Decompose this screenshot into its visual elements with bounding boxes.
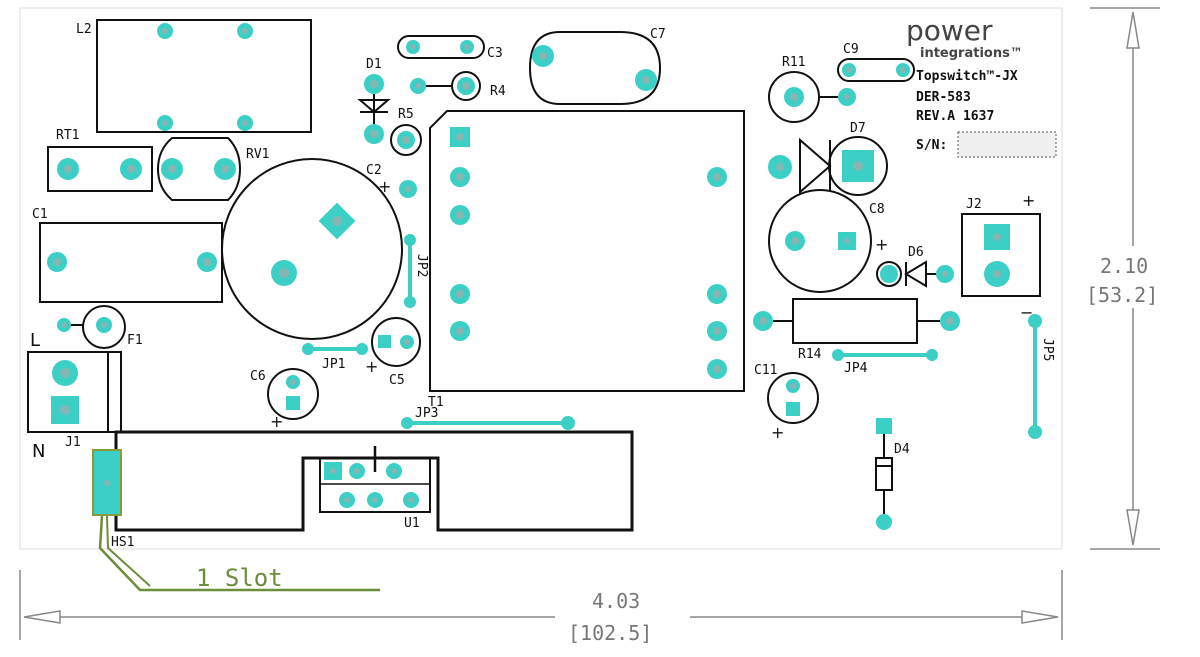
capacitor-c11: C11 +: [754, 363, 819, 442]
label-d7: D7: [850, 121, 866, 136]
jumper-jp1: JP1: [302, 343, 368, 372]
brand-block: power integrations™ Topswitch™-JX DER-58…: [906, 14, 1057, 158]
label-c6: C6: [250, 369, 266, 384]
varistor-rv1: RV1: [156, 137, 269, 201]
label-rt1: RT1: [56, 128, 79, 143]
capacitor-c3: C3: [397, 35, 503, 61]
resistor-r14: R14: [753, 298, 960, 362]
label-hs1: HS1: [111, 535, 134, 550]
resistor-r11: R11: [768, 55, 856, 123]
label-d1: D1: [366, 57, 382, 72]
label-t1: T1: [428, 395, 444, 410]
diode-d4: D4: [875, 418, 910, 530]
label-c2: C2: [366, 163, 382, 178]
board-outline: [19, 7, 1063, 550]
serial-number-box: [957, 131, 1057, 158]
polarity-c11: +: [771, 423, 784, 442]
resistor-r5: R5: [390, 107, 422, 156]
label-jp5: JP5: [1040, 338, 1055, 361]
polarity-j2-minus: −: [1020, 303, 1033, 322]
label-c8: C8: [869, 202, 885, 217]
diode-d6: D6: [876, 245, 954, 288]
slot-label: 1 Slot: [196, 564, 283, 592]
polarity-c6: +: [270, 412, 283, 431]
label-c9: C9: [843, 42, 859, 57]
width-inches: 4.03: [592, 589, 640, 613]
connector-j2: J2 +: [961, 191, 1041, 297]
inductor-l2: L2: [76, 19, 312, 133]
brand-integrations: integrations™: [920, 46, 1023, 61]
connector-j1: L N J1: [27, 330, 122, 462]
label-u1: U1: [404, 516, 420, 531]
diode-d1: D1: [357, 57, 391, 144]
height-mm: [53.2]: [1086, 283, 1158, 307]
jumper-jp4: JP4: [832, 349, 938, 376]
slot-callout: 1 Slot: [98, 515, 380, 592]
label-r4: R4: [490, 84, 506, 99]
fuse-f1: F1: [57, 305, 143, 349]
label-jp2: JP2: [414, 254, 429, 277]
jumper-jp5: JP5 −: [1020, 303, 1055, 439]
transformer-t1: T1: [428, 110, 745, 410]
label-neutral: N: [32, 441, 45, 462]
board-part-number: Topswitch™-JX: [916, 69, 1018, 84]
jumper-jp3: JP3: [401, 406, 575, 430]
board-der: DER-583: [916, 90, 971, 105]
label-c11: C11: [754, 363, 777, 378]
diode-d7: D7: [768, 121, 888, 196]
label-j2: J2: [966, 197, 982, 212]
polarity-c8: +: [875, 235, 888, 254]
label-d4: D4: [894, 442, 910, 457]
label-c5: C5: [389, 373, 405, 388]
capacitor-c6: C6 +: [250, 368, 319, 431]
label-r14: R14: [798, 347, 822, 362]
label-r5: R5: [398, 107, 414, 122]
thermistor-rt1: RT1: [47, 128, 153, 192]
label-c7: C7: [650, 27, 666, 42]
jumper-jp2: JP2: [404, 234, 429, 308]
label-line: L: [30, 330, 40, 351]
brand-power: power: [906, 14, 993, 47]
capacitor-c2: C2 +: [366, 163, 417, 198]
capacitor-c7: C7: [528, 27, 666, 105]
label-r11: R11: [782, 55, 805, 70]
resistor-r4: R4: [410, 71, 506, 101]
capacitor-c8: C8 +: [768, 189, 888, 293]
capacitor-c9: C9: [837, 42, 915, 82]
board-serial-label: S/N:: [916, 138, 947, 153]
ic-u1: U1: [319, 446, 431, 531]
dimension-height: 2.10 [53.2]: [1086, 7, 1160, 550]
label-jp3: JP3: [415, 406, 438, 421]
dimension-width: 4.03 [102.5]: [19, 570, 1063, 645]
label-jp4: JP4: [844, 361, 868, 376]
bulk-capacitor: [221, 158, 403, 340]
capacitor-c1: C1: [32, 207, 223, 303]
label-c1: C1: [32, 207, 48, 222]
height-inches: 2.10: [1100, 254, 1148, 278]
label-j1: J1: [65, 435, 81, 450]
heatsink-hs1: HS1: [92, 430, 634, 550]
label-jp1: JP1: [322, 357, 345, 372]
label-l2: L2: [76, 22, 92, 37]
capacitor-c5: C5 +: [365, 317, 421, 388]
polarity-c5: +: [365, 357, 378, 376]
polarity-j2-plus: +: [1022, 191, 1035, 210]
label-d6: D6: [908, 245, 924, 260]
label-rv1: RV1: [246, 147, 269, 162]
board-revision: REV.A 1637: [916, 109, 994, 124]
polarity-c2: +: [378, 177, 391, 196]
label-c3: C3: [487, 46, 503, 61]
width-mm: [102.5]: [568, 621, 652, 645]
label-f1: F1: [127, 333, 143, 348]
